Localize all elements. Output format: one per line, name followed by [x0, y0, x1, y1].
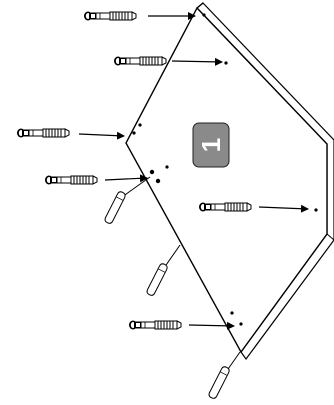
panel-holes [132, 13, 318, 326]
cam-bolt-icon [44, 175, 98, 185]
dowel-2 [145, 244, 181, 298]
cam-bolt-icon [128, 320, 182, 330]
dowel-1 [103, 176, 151, 226]
cam-bolt-icon [16, 128, 70, 138]
cam-bolt-4 [44, 174, 148, 185]
step-badge: 1 [192, 122, 230, 168]
panel-board [125, 2, 334, 361]
cam-bolt-icon [198, 202, 252, 212]
dowel-3 [207, 351, 241, 401]
cam-bolt-icon [113, 56, 167, 66]
cam-bolt-5 [198, 202, 309, 213]
step-number: 1 [196, 138, 226, 152]
cam-bolt-6 [128, 320, 235, 330]
cam-bolt-1 [83, 11, 196, 21]
cam-bolt-2 [113, 56, 223, 66]
cam-bolt-icon [83, 11, 137, 21]
cam-bolt-3 [16, 128, 125, 140]
wooden-dowel-icon [207, 365, 231, 401]
wooden-dowel-icon [103, 190, 127, 226]
wooden-dowel-icon [145, 262, 169, 298]
